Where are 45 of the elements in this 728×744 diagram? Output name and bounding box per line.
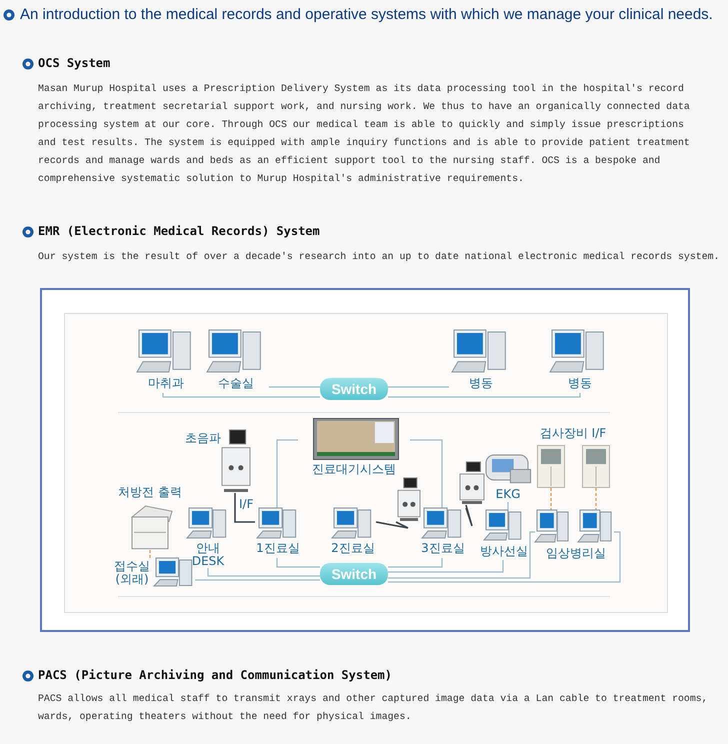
connector-line: [465, 504, 473, 527]
connector-line: [388, 558, 443, 568]
connector-line: [269, 386, 320, 388]
connector-line: [234, 493, 255, 523]
connector-line: [276, 558, 320, 568]
section-heading: PACS (Picture Archiving and Communication System): [38, 668, 392, 682]
node-label: 3진료실: [420, 542, 466, 555]
section-heading: OCS System: [38, 56, 110, 70]
paragraph: Masan Murup Hospital uses a Prescription Delivery System as its data processing tool in the hospital's record archiving, treatment secretarial support work, and nursing work. We thus to have an organically connected data processing system at our core. Through OCS our medical team is able to quickly and simply issue prescriptions and test results. The system is equipped with ample inquiry functions and is able to provide patient treatment records and manage wards and beds as an efficient support tool to the nursing staff. OCS is a bespoke and comprehensive systematic solution to Murup Hospital's administrative requirements.: [38, 82, 691, 186]
connector-line: [276, 439, 298, 508]
connector-line: [195, 579, 320, 581]
node-label: 진료대기시스템: [311, 463, 397, 476]
paragraph: Our system is the result of over a decade's research into an up to date national electronic medical records system.: [38, 250, 720, 264]
dashed-connector: [550, 488, 552, 510]
node-label: 안내 DESK: [190, 542, 226, 568]
node-label: 수술실: [217, 377, 255, 390]
connector-line: [376, 521, 409, 529]
connector-line: [388, 531, 621, 583]
node-label: 병동: [567, 377, 593, 390]
network-switch: Switch: [320, 378, 388, 400]
node-label: 병동: [468, 377, 494, 390]
node-label: 마취과: [147, 377, 185, 390]
node-label: 1진료실: [255, 542, 301, 555]
dashed-connector: [149, 550, 151, 558]
dashed-connector: [595, 488, 597, 510]
diagram-label: 임상병리실: [545, 547, 607, 560]
node-label: 접수실 (외래): [113, 560, 151, 586]
connector-line: [388, 386, 449, 388]
node-label: EKG: [494, 488, 522, 501]
paragraph: PACS allows all medical staff to transmit xrays and other captured image data via a Lan cable to treatment rooms, wards, operating theaters without the need for physical images.: [38, 692, 709, 724]
node-label: 초음파: [184, 432, 222, 445]
connector-line: [388, 560, 504, 573]
connector-line: [162, 393, 320, 398]
network-switch: Switch: [320, 563, 388, 585]
section-heading: EMR (Electronic Medical Records) System: [38, 224, 320, 238]
edge-label: I/F: [238, 497, 254, 511]
node-label: 처방전 출력: [117, 486, 183, 499]
node-label: 방사선실: [479, 545, 529, 558]
page-title: An introduction to the medical records and operative systems with which we manage your clinical needs.: [20, 6, 713, 23]
node-label: 2진료실: [330, 542, 376, 555]
connector-line: [207, 568, 320, 577]
connector-line: [410, 439, 443, 508]
connector-line: [388, 393, 581, 398]
diagram-label: 검사장비 I/F: [538, 427, 608, 440]
connector-line: [388, 531, 535, 579]
